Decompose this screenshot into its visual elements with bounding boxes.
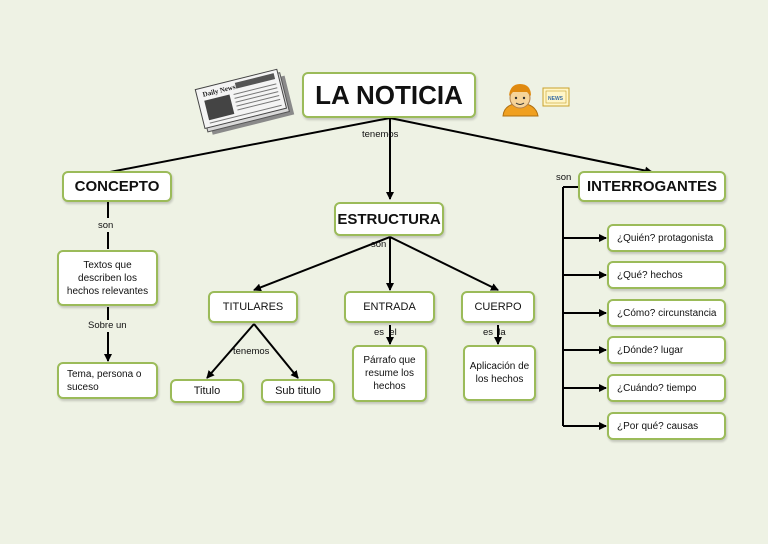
interrogantes-node: INTERROGANTES (578, 171, 726, 202)
entrada-node: ENTRADA (344, 291, 435, 323)
news-sign-icon: NEWS (542, 87, 570, 107)
link-label-tenemos: tenemos (362, 129, 399, 140)
line-to-titulares (253, 236, 391, 292)
line-to-cuerpo (389, 236, 499, 291)
link-label-son-estructura: son (371, 239, 387, 250)
concepto-definition-node: Textos que describen los hechos relevant… (57, 250, 158, 306)
entrada-desc-node: Párrafo que resume los hechos (352, 345, 427, 402)
link-label-sobre-un: Sobre un (88, 320, 127, 331)
estructura-node: ESTRUCTURA (334, 202, 444, 236)
concepto-node: CONCEPTO (62, 171, 172, 202)
link-label-son-concepto: son (98, 220, 114, 231)
interrogante-item: ¿Cuándo? tiempo (607, 374, 726, 402)
line-to-concepto (109, 117, 391, 173)
link-label-es-la: es la (483, 327, 506, 338)
interrogante-item: ¿Por qué? causas (607, 412, 726, 440)
titulares-node: TITULARES (208, 291, 298, 323)
newspaper-icon: Daily News (194, 68, 295, 135)
link-label-es-el: es el (374, 327, 397, 338)
cuerpo-node: CUERPO (461, 291, 535, 323)
line-to-interrogantes (389, 117, 653, 175)
interrogante-item: ¿Quién? protagonista (607, 224, 726, 252)
titulo-node: Titulo (170, 379, 244, 403)
news-sign-text: NEWS (548, 96, 564, 102)
interrogante-item: ¿Dónde? lugar (607, 336, 726, 364)
line-to-subtitulo (253, 323, 299, 379)
reporter-icon (502, 84, 539, 117)
concepto-topic-node: Tema, persona o suceso (57, 362, 158, 399)
interrogante-item: ¿Qué? hechos (607, 261, 726, 289)
link-label-tenemos-titulares: tenemos (233, 346, 270, 357)
main-title: LA NOTICIA (302, 72, 476, 118)
line-to-titulo (206, 323, 255, 379)
subtitulo-node: Sub titulo (261, 379, 335, 403)
cuerpo-desc-node: Aplicación de los hechos (463, 345, 536, 401)
interrogante-item: ¿Cómo? circunstancia (607, 299, 726, 327)
link-label-son-interrogantes: son (556, 172, 572, 183)
